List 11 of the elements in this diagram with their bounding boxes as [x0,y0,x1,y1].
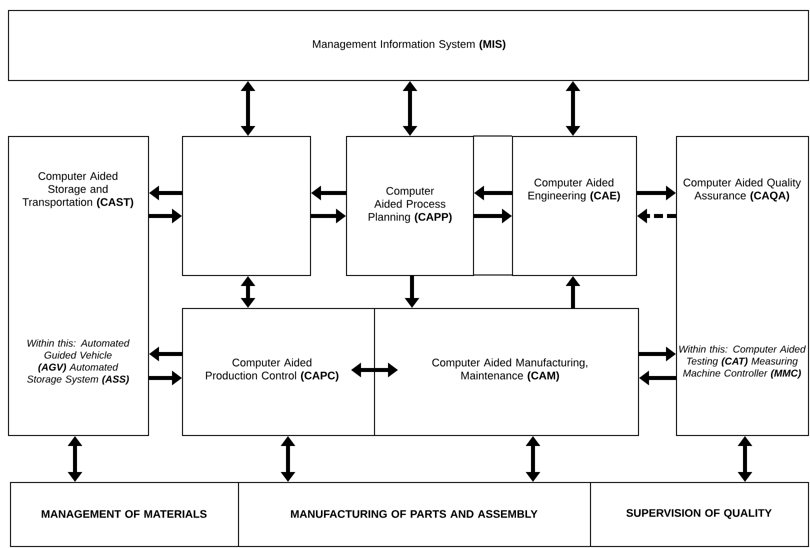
system-box: Computer Aided Quality Assurance (CAQA) Within this: Computer Aided Testing (CAT) Measuring Machine Controller (MMC) [676,136,809,436]
system-box: MANUFACTURING OF PARTS AND ASSEMBLY [238,482,591,547]
system-box: Computer Aided Engineering (CAE) [512,136,637,276]
empty-box [182,136,311,276]
system-box: MANAGEMENT OF MATERIALS [10,482,239,547]
system-box: Computer Aided Storage and Transportation (CAST) Within this: Automated Guided Vehicle (AGV) Automated Storage System (ASS) [8,136,149,436]
system-box: Computer Aided Manufacturing, Maintenance (CAM) [374,308,639,436]
system-box: Computer Aided Process Planning (CAPP) [346,136,474,276]
system-box: Management Information System (MIS) [8,10,809,81]
system-box: Computer Aided Production Control (CAPC) [182,308,375,436]
system-box: SUPERVISION OF QUALITY [590,482,809,547]
